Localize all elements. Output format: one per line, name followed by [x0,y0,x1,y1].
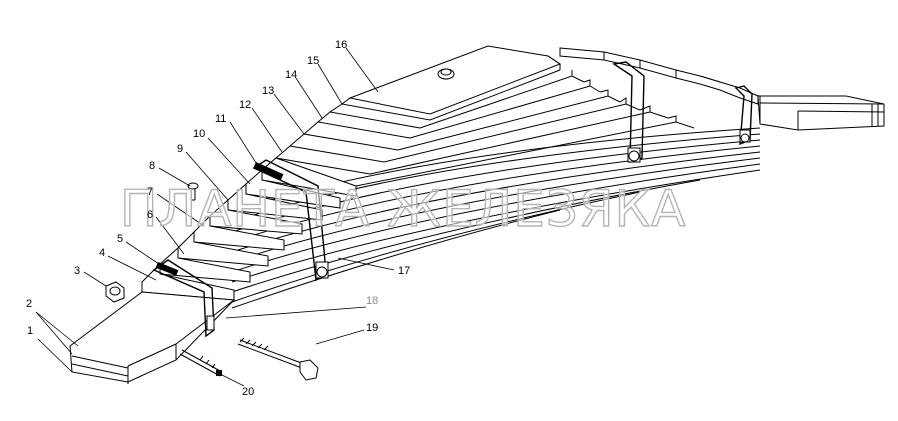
callout-8: 8 [149,160,155,172]
center-bolt-head [437,68,455,80]
callout-7: 7 [147,186,153,198]
short-bolt-part [179,349,223,377]
nut-part [105,281,125,303]
callout-10: 10 [193,128,205,140]
callout-16: 16 [335,39,347,51]
callout-19: 19 [366,322,378,334]
rivet-part [187,182,199,201]
callout-3: 3 [74,265,80,277]
leaf-stack-left [141,157,357,301]
leaf-stack-top [260,45,761,187]
callout-17: 17 [398,265,410,277]
callout-5: 5 [117,233,123,245]
callout-15: 15 [307,55,319,67]
leader-lines [35,47,395,387]
callout-9: 9 [177,143,183,155]
callout-20: 20 [242,386,254,398]
callout-13: 13 [262,85,274,97]
clamp-middle [252,159,329,282]
callout-6: 6 [147,209,153,221]
callout-11: 11 [215,113,226,125]
callout-14: 14 [285,69,297,81]
callout-12: 12 [239,99,251,111]
clamp-right-1 [612,61,645,163]
callout-18: 18 [366,295,378,307]
callout-4: 4 [99,247,105,259]
watermark-text: ПЛАНЕТА ЖЕЛЕЗЯКА [120,180,686,238]
main-leaf-right-end [757,95,885,131]
callout-1: 1 [27,325,33,337]
long-bolt-part [237,337,319,381]
callout-2: 2 [26,298,32,310]
clamp-right-2 [734,85,753,146]
leaf-spring-assembly [69,45,885,384]
callout-numbers: 1 2 3 4 5 6 7 8 9 10 11 12 13 14 15 16 1… [26,39,410,398]
